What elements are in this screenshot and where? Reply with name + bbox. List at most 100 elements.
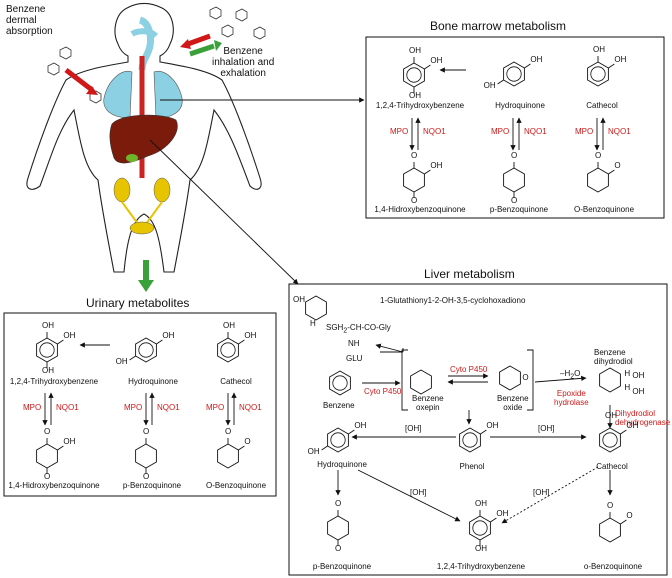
bone-hydroquinone-mol-oh-right: OH — [530, 55, 543, 64]
urinary-nqo1-2: NQO1 — [157, 403, 180, 412]
liver-obq-bond-right — [620, 519, 627, 525]
bone-obq-mol-o-top: O — [595, 151, 602, 160]
bone-catechol-mol-oh-top: OH — [593, 45, 605, 54]
urinary-catechol-mol-bond-right — [238, 339, 245, 345]
liver-oxide-ring — [499, 365, 521, 391]
urinary-trihydroxy-mol-oh-right: OH — [63, 331, 76, 340]
bone-mpo-2: MPO — [491, 127, 510, 136]
urinary-cathecol: Cathecol — [220, 377, 252, 386]
bone-mpo-1: MPO — [390, 127, 409, 136]
urinary-mpo-3: MPO — [206, 403, 225, 412]
urinary-hydroquinone-mol-oh-right: OH — [162, 331, 175, 340]
bone-hbq-mol-ring — [403, 167, 425, 193]
bone-nqo1-2: NQO1 — [524, 127, 547, 136]
urinary-obq-mol-ring — [217, 443, 239, 469]
urinary-hbq-mol-bond-right — [57, 445, 64, 451]
liver-glutathiony: 1-Glutathiony1-2-OH-3,5-cyclohoxadiono — [380, 296, 526, 305]
bone-hydroquinone: Hydroquinone — [495, 101, 545, 110]
liver-phenol-oh: OH — [486, 421, 499, 430]
urinary-catechol-mol-oh-right: OH — [244, 331, 257, 340]
bone-obq-mol-ring — [587, 167, 609, 193]
liver-pbq-mol-o-bottom: O — [335, 544, 342, 553]
liver — [109, 114, 178, 164]
bone-trihydroxy-mol-ring-aromatic-ring — [406, 67, 422, 83]
bone-catechol-mol-oh-right: OH — [614, 55, 627, 64]
urinary-hbq-mol-o-top: O — [44, 427, 51, 436]
liver-obq-o-right: O — [626, 511, 633, 520]
bone-trihydroxy-mol-bond-right — [424, 64, 431, 70]
liver-catechol-mol-ring-aromatic-ring — [602, 432, 618, 448]
bone-hydroquinone-mol-bond-left — [497, 79, 504, 85]
liver-cathecol: Cathecol — [596, 462, 628, 471]
urinary-hydroquinone-mol-oh-left: OH — [115, 357, 128, 366]
red-arrow-dermal — [64, 68, 94, 92]
bone-cathecol: Cathecol — [586, 101, 618, 110]
liver-glu: GLU — [346, 354, 363, 363]
liver-cyto1: Cyto P450 — [364, 387, 402, 396]
bone-hydroquinone-mol-bond-right — [524, 63, 531, 69]
liver-dihydrodiol-ring — [599, 367, 621, 393]
urinary-trihydroxy-mol-oh-top: OH — [42, 321, 54, 330]
bone-hydroxybenzoquinone: 1,4-Hidroxybenzoquinone — [374, 205, 466, 214]
urinary-nqo1-1: NQO1 — [56, 403, 79, 412]
urinary-title: Urinary metabolites — [86, 296, 190, 310]
urinary-hbq-mol-ring — [36, 443, 58, 469]
green-arrow-exhale — [189, 43, 215, 57]
liver-oxide-o: O — [522, 373, 529, 382]
bone-obq-mol-bond-right — [608, 169, 615, 175]
bone-box — [365, 36, 665, 219]
liver-oh-4: [OH] — [533, 488, 550, 497]
liver-dd-h1: H — [624, 369, 631, 378]
liver-trihydroxy-mol-bond-right — [490, 517, 497, 523]
liver-trihydroxy-mol-ring-aromatic-ring — [472, 520, 488, 536]
liver-trihydroxy-mol-oh-right: OH — [496, 509, 509, 518]
urinary-pbq-mol-o-bottom: O — [143, 472, 150, 481]
inhalation-label: Benzene inhalation and exhalation — [212, 46, 275, 79]
urinary-box — [3, 312, 277, 497]
liver-dehydrogenase: Dihydrodiol dehydrogenase — [615, 409, 671, 427]
liver-trihydroxy-mol-oh-top: OH — [475, 499, 487, 508]
bone-hbq-mol-bond-right — [424, 169, 431, 175]
liver-title: Liver metabolism — [424, 267, 515, 281]
bone-nqo1-3: NQO1 — [608, 127, 631, 136]
liver-glut-oh: OH — [293, 295, 305, 304]
liver-pbq-mol-ring — [327, 515, 349, 541]
liver-phenol-ring-aromatic-ring — [462, 432, 478, 448]
urinary-trihydroxy-mol-oh-bottom: OH — [42, 366, 54, 375]
liver-benzene-ring-aromatic-ring — [332, 375, 348, 391]
liver-benzene-ring — [329, 370, 351, 396]
bone-hydroquinone-mol-ring-aromatic-ring — [506, 66, 522, 82]
human-body — [26, 2, 262, 273]
liver-trihydroxy-mol-oh-bottom: OH — [475, 544, 487, 553]
urinary-mpo-1: MPO — [23, 403, 42, 412]
liver-nh: NH — [348, 339, 360, 348]
bone-catechol-mol-bond-right — [608, 63, 615, 69]
liver-sgh: SGH2-CH-CO-Gly — [326, 323, 391, 335]
bone-hydroquinone-mol-oh-left: OH — [483, 81, 496, 90]
liver-glutathione-ring — [305, 295, 327, 321]
urinary-nqo1-3: NQO1 — [239, 403, 262, 412]
liver-oxepin-ring — [410, 369, 432, 395]
bone-hbq-mol-oh-right: OH — [430, 161, 443, 170]
urinary-pbq-mol-o-top: O — [143, 427, 150, 436]
liver-glut-h: H — [310, 319, 316, 328]
liver-hydroquinone: Hydroquinone — [317, 460, 367, 469]
liver-hydroquinone-mol-oh-left: OH — [307, 447, 320, 456]
liver-dd-oh1: OH — [632, 371, 645, 380]
urinary-hbq-mol-oh-right: OH — [63, 437, 76, 446]
liver-hydroquinone-mol-oh-right: OH — [354, 421, 367, 430]
urinary-hydroquinone-mol-bond-right — [156, 339, 163, 345]
urinary-catechol-mol-oh-top: OH — [223, 321, 235, 330]
liver-oh-3: [OH] — [410, 488, 427, 497]
liver-cyto2: Cyto P450 — [450, 365, 488, 374]
bone-trihydroxy: 1,2,4-Trihydroxybenzene — [375, 101, 465, 110]
bone-hbq-mol-o-bottom: O — [411, 196, 418, 205]
urinary-trihydroxy-mol-bond-right — [57, 339, 64, 345]
bone-pbenzoquinone: p-Benzoquinone — [489, 205, 549, 214]
urinary-trihydroxy-mol-ring-aromatic-ring — [39, 342, 55, 358]
bone-nqo1-1: NQO1 — [423, 127, 446, 136]
red-arrow-inhale — [187, 33, 211, 47]
bone-trihydroxy-mol-oh-bottom: OH — [409, 91, 421, 100]
liver-epoxide: Epoxide hydrolase — [554, 389, 589, 407]
liver-oxide: Benzene oxide — [497, 394, 529, 412]
